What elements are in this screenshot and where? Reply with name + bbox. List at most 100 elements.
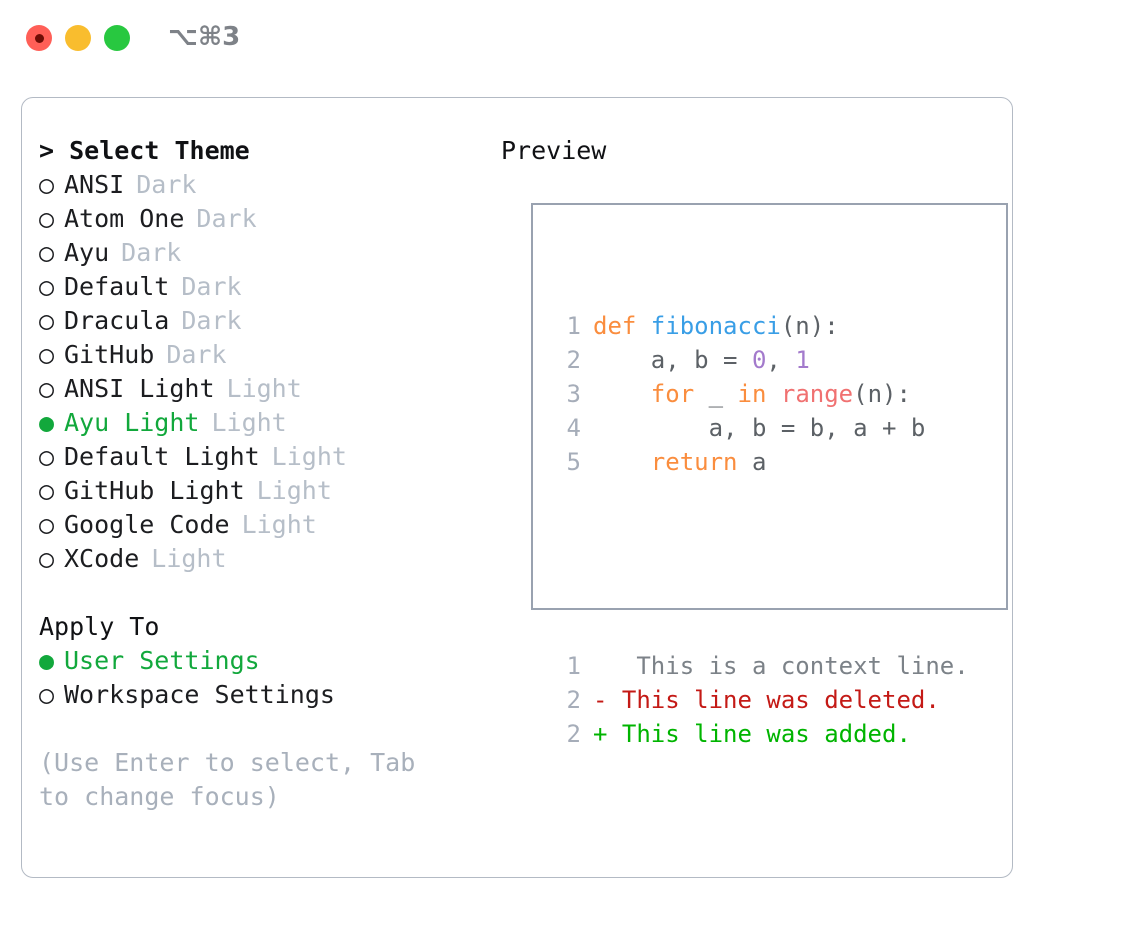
radio-unselected-icon: ○ xyxy=(39,442,55,471)
diff-text: This line was added. xyxy=(607,720,911,748)
theme-variant-badge: Light xyxy=(151,544,227,573)
theme-option-github-light[interactable]: ○ GitHub Light Light xyxy=(39,474,479,508)
code-line: 2 a, b = 0, 1 xyxy=(547,343,969,377)
minimize-window-button[interactable] xyxy=(65,25,91,51)
theme-variant-badge: Dark xyxy=(121,238,182,267)
token-kw: for xyxy=(650,380,695,408)
token-kw: return xyxy=(650,448,738,476)
radio-selected-icon: ● xyxy=(39,408,55,437)
keyboard-hint: (Use Enter to select, Tab to change focu… xyxy=(39,748,431,811)
diff-line-del: 2- This line was deleted. xyxy=(547,683,969,717)
radio-unselected-icon: ○ xyxy=(39,306,55,335)
code-line-text: return a xyxy=(593,445,767,479)
token-num: 1 xyxy=(795,346,810,374)
diff-line-ctx: 1 This is a context line. xyxy=(547,649,969,683)
theme-variant-badge: Light xyxy=(211,408,287,437)
theme-variant-badge: Light xyxy=(271,442,347,471)
theme-name: Ayu Light xyxy=(64,408,200,437)
traffic-lights xyxy=(26,25,130,51)
code-line: 5 return a xyxy=(547,445,969,479)
token-num: 0 xyxy=(751,346,767,374)
maximize-window-button[interactable] xyxy=(104,25,130,51)
token-ent: range xyxy=(780,380,854,408)
radio-unselected-icon: ○ xyxy=(39,476,55,505)
preview-header: Preview xyxy=(501,136,607,165)
apply-to-option-workspace-settings[interactable]: ○ Workspace Settings xyxy=(39,678,479,712)
token-plain: _ xyxy=(694,380,738,408)
theme-variant-badge: Light xyxy=(241,510,317,539)
theme-variant-badge: Dark xyxy=(181,272,242,301)
window-title: ⌥⌘3 xyxy=(168,22,241,52)
theme-name: ANSI Light xyxy=(64,374,215,403)
token-fn: fibonacci xyxy=(650,312,781,340)
theme-name: ANSI xyxy=(64,170,125,199)
apply-to-label: Workspace Settings xyxy=(64,680,335,709)
radio-unselected-icon: ○ xyxy=(39,340,55,369)
theme-name: Atom One xyxy=(64,204,185,233)
theme-option-atom-one[interactable]: ○ Atom One Dark xyxy=(39,202,479,236)
theme-option-github[interactable]: ○ GitHub Dark xyxy=(39,338,479,372)
radio-unselected-icon: ○ xyxy=(39,170,55,199)
theme-name: GitHub xyxy=(64,340,155,369)
token-plain xyxy=(766,380,780,408)
token-plain: , xyxy=(766,346,796,374)
token-plain: (n): xyxy=(780,312,839,340)
radio-unselected-icon: ○ xyxy=(39,204,55,233)
diff-marker: - xyxy=(593,686,608,714)
apply-to-option-user-settings[interactable]: ●User Settings xyxy=(39,644,479,678)
code-line-text: a, b = b, a + b xyxy=(593,411,926,445)
theme-variant-badge: Dark xyxy=(196,204,257,233)
token-plain xyxy=(593,380,651,408)
token-plain: a, b = b, a + b xyxy=(593,414,926,442)
token-kw: def xyxy=(593,312,651,340)
theme-name: Google Code xyxy=(64,510,230,539)
token-plain xyxy=(593,448,651,476)
theme-variant-badge: Dark xyxy=(181,306,242,335)
theme-name: XCode xyxy=(64,544,140,573)
close-window-button[interactable] xyxy=(26,25,52,51)
apply-to-header: Apply To xyxy=(39,612,160,641)
code-line-text: a, b = 0, 1 xyxy=(593,343,810,377)
diff-text: This is a context line. xyxy=(607,652,969,680)
token-plain: a, b = xyxy=(593,346,752,374)
line-number: 4 xyxy=(566,414,581,442)
list-gap xyxy=(39,576,479,610)
theme-name: GitHub Light xyxy=(64,476,245,505)
diff-text: This line was deleted. xyxy=(607,686,940,714)
line-number: 5 xyxy=(566,448,581,476)
line-number: 2 xyxy=(566,686,581,714)
theme-option-ayu-light[interactable]: ● Ayu Light Light xyxy=(39,406,479,440)
code-line: 4 a, b = b, a + b xyxy=(547,411,969,445)
diff-block: 1 This is a context line.2- This line wa… xyxy=(547,649,969,751)
theme-name: Default xyxy=(64,272,170,301)
code-line-text: for _ in range(n): xyxy=(593,377,911,411)
theme-name: Default Light xyxy=(64,442,260,471)
apply-to-list[interactable]: ●User Settings○ Workspace Settings xyxy=(39,644,479,712)
line-number: 3 xyxy=(566,380,581,408)
token-plain: a xyxy=(737,448,767,476)
token-kw: in xyxy=(737,380,767,408)
code-diff-gap xyxy=(547,547,969,581)
line-number: 2 xyxy=(566,346,581,374)
token-plain: (n): xyxy=(853,380,911,408)
theme-variant-badge: Dark xyxy=(166,340,227,369)
radio-unselected-icon: ○ xyxy=(39,680,55,709)
radio-unselected-icon: ○ xyxy=(39,238,55,267)
theme-variant-badge: Light xyxy=(256,476,332,505)
theme-option-default-light[interactable]: ○ Default Light Light xyxy=(39,440,479,474)
